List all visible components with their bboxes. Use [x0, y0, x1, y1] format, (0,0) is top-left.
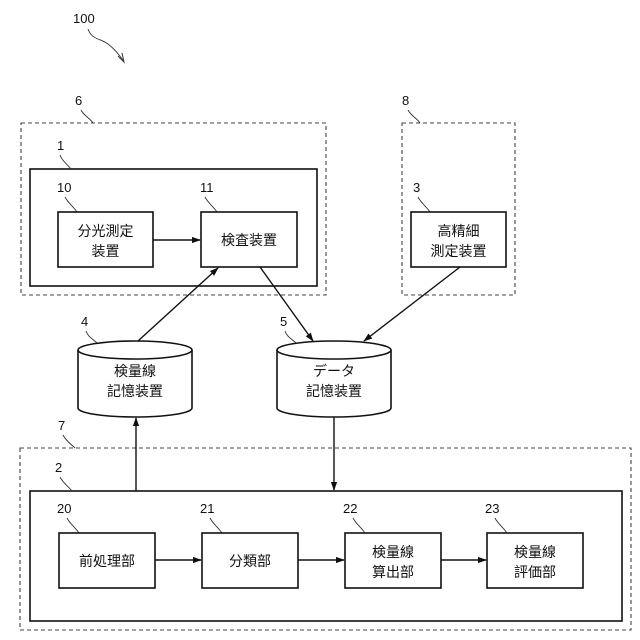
storage-4-text-line2: 記憶装置 — [107, 383, 163, 400]
figure-ref-leader — [88, 29, 123, 60]
storage-5-top — [277, 341, 391, 359]
storage-4-text-line1: 検量線 — [114, 364, 156, 380]
block-3-text-line1: 高精細 — [438, 223, 480, 240]
group-7-leader — [63, 435, 75, 448]
arrow-4-to-11 — [138, 268, 218, 341]
storage-5-text-line1: データ — [313, 363, 355, 380]
storage-4-ref: 4 — [81, 314, 88, 329]
block-23-ref: 23 — [485, 501, 499, 516]
block-3-leader — [418, 197, 430, 212]
block-22-text-line1: 検量線 — [372, 545, 414, 561]
group-6-ref: 6 — [75, 93, 82, 108]
block-20-ref: 20 — [57, 501, 71, 516]
unit-1-leader — [60, 155, 71, 169]
unit-2-leader — [60, 477, 72, 491]
group-8-boundary — [402, 123, 515, 295]
block-22-ref: 22 — [343, 501, 357, 516]
block-23-leader — [495, 518, 507, 533]
group-8-leader — [408, 110, 420, 123]
block-11-text: 検査装置 — [221, 233, 277, 249]
block-22-text-line2: 算出部 — [372, 565, 414, 581]
block-21-ref: 21 — [200, 501, 214, 516]
group-7-ref: 7 — [58, 418, 65, 433]
block-20-text: 前処理部 — [79, 553, 135, 570]
storage-4-top — [78, 341, 192, 359]
group-6-boundary — [21, 123, 326, 295]
block-3-text-line2: 測定装置 — [431, 244, 487, 260]
storage-4-leader — [86, 331, 97, 343]
block-23-text-line2: 評価部 — [514, 565, 556, 581]
arrow-11-to-5 — [260, 267, 313, 341]
storage-5-leader — [285, 331, 296, 343]
block-10-text-line1: 分光測定 — [78, 224, 134, 240]
block-3-ref: 3 — [413, 180, 420, 195]
figure-ref-label: 100 — [73, 11, 95, 26]
block-21-text: 分類部 — [229, 554, 271, 570]
storage-5-text-line2: 記憶装置 — [306, 383, 362, 400]
block-10-leader — [65, 197, 77, 212]
group-6-leader — [81, 110, 93, 123]
block-22-leader — [353, 518, 365, 533]
block-10-text-line2: 装置 — [92, 244, 120, 260]
group-8-ref: 8 — [402, 93, 409, 108]
block-23-text-line1: 検量線 — [514, 545, 556, 561]
block-20-leader — [67, 518, 79, 533]
block-21-leader — [210, 518, 222, 533]
block-11-ref: 11 — [200, 180, 214, 195]
storage-5-ref: 5 — [280, 314, 287, 329]
block-10-ref: 10 — [57, 180, 71, 195]
arrow-3-to-5 — [364, 267, 460, 341]
unit-1-ref: 1 — [57, 138, 64, 153]
block-11-leader — [205, 197, 217, 212]
unit-2-ref: 2 — [55, 460, 62, 475]
